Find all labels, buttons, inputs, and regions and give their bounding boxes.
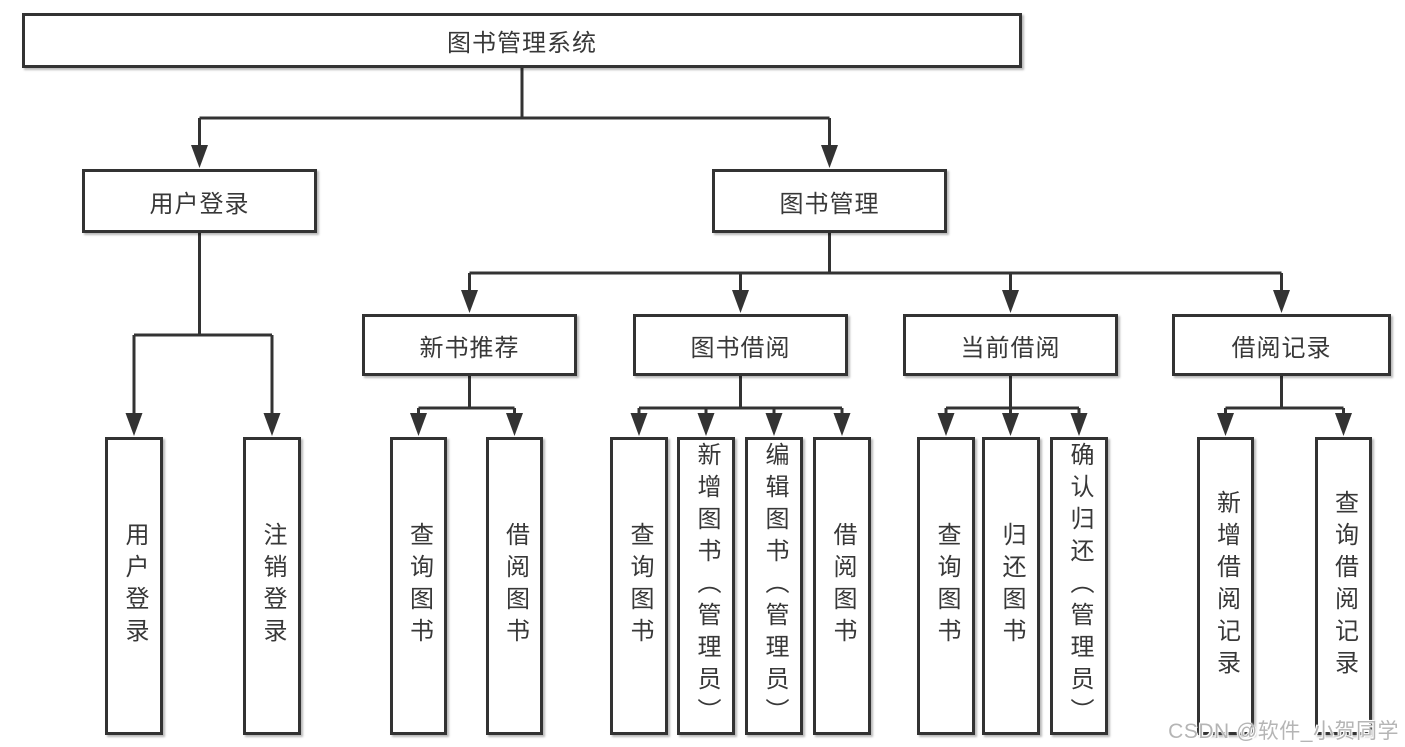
node-label: 新书推荐	[419, 334, 520, 362]
leaf-label: 查询图书	[933, 522, 960, 650]
leaf-logout: 注销登录	[243, 437, 301, 735]
leaf-query-books-current: 查询图书	[917, 437, 975, 735]
leaf-label: 用户登录	[121, 522, 148, 650]
leaf-label: 确认归还（管理员）	[1066, 442, 1093, 730]
leaf-query-books-borrow: 查询图书	[610, 437, 668, 735]
node-label: 用户登录	[149, 190, 250, 218]
leaf-borrow-books-recommend: 借阅图书	[486, 437, 543, 735]
leaf-edit-book-admin: 编辑图书（管理员）	[745, 437, 803, 735]
node-label: 图书管理系统	[447, 30, 597, 57]
node-root-system: 图书管理系统	[22, 13, 1022, 68]
leaf-add-book-admin: 新增图书（管理员）	[677, 437, 735, 735]
leaf-add-borrow-record: 新增借阅记录	[1197, 437, 1254, 735]
node-book-borrow: 图书借阅	[633, 314, 848, 376]
leaf-label: 注销登录	[259, 522, 286, 650]
node-label: 当前借阅	[960, 334, 1061, 362]
leaf-label: 借阅图书	[829, 522, 856, 650]
leaf-query-books-recommend: 查询图书	[390, 437, 447, 735]
leaf-label: 借阅图书	[501, 522, 529, 650]
leaf-user-login: 用户登录	[105, 437, 163, 735]
leaf-query-borrow-record: 查询借阅记录	[1315, 437, 1372, 735]
leaf-label: 编辑图书（管理员）	[761, 442, 788, 730]
leaf-borrow-books: 借阅图书	[813, 437, 871, 735]
node-book-management: 图书管理	[712, 169, 947, 233]
node-borrow-records: 借阅记录	[1172, 314, 1391, 376]
leaf-label: 查询借阅记录	[1330, 490, 1358, 682]
leaf-confirm-return-admin: 确认归还（管理员）	[1050, 437, 1108, 735]
node-user-login: 用户登录	[82, 169, 317, 233]
node-label: 图书管理	[779, 190, 880, 218]
leaf-label: 新增图书（管理员）	[693, 442, 720, 730]
leaf-label: 归还图书	[998, 522, 1025, 650]
node-label: 图书借阅	[690, 334, 791, 362]
leaf-label: 查询图书	[405, 522, 433, 650]
node-new-book-recommend: 新书推荐	[362, 314, 577, 376]
node-label: 借阅记录	[1231, 334, 1332, 362]
leaf-label: 查询图书	[626, 522, 653, 650]
node-current-borrow: 当前借阅	[903, 314, 1118, 376]
csdn-watermark: CSDN @软件_小贺同学	[1168, 720, 1399, 743]
leaf-return-books: 归还图书	[982, 437, 1040, 735]
leaf-label: 新增借阅记录	[1212, 490, 1240, 682]
